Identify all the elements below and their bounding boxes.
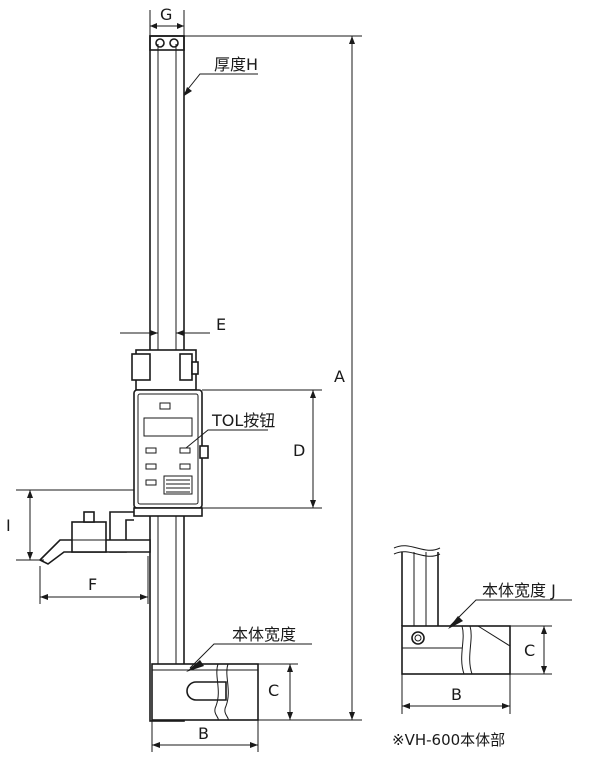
slider-lower	[133, 507, 203, 517]
dimension-a: A	[184, 35, 362, 721]
detail-beam-break-2	[393, 551, 441, 557]
top-indicator	[159, 402, 171, 410]
label-d: D	[293, 441, 305, 460]
thumb-wheel-grip	[166, 479, 190, 493]
lcd-screen	[143, 417, 193, 437]
display-unit-inner	[137, 393, 199, 505]
label-e: E	[216, 315, 226, 334]
button-right-2	[179, 463, 191, 470]
base-break-lines	[214, 663, 229, 721]
label-i: I	[6, 516, 11, 535]
button-left-3	[145, 479, 157, 486]
dimension-i: I	[6, 489, 134, 561]
thumb-wheel	[163, 475, 193, 495]
callout-body-width-j: 本体宽度 J	[448, 581, 572, 629]
dimension-thickness-h: 厚度H	[183, 55, 258, 96]
label-detail-c: C	[524, 641, 535, 660]
detail-base-screw	[411, 631, 425, 645]
detail-base-break	[461, 625, 473, 675]
dimension-e: E	[120, 315, 226, 350]
beam-top-cap	[149, 35, 185, 51]
tol-button-knob	[199, 445, 209, 459]
top-screw-left	[155, 38, 165, 48]
detail-base	[401, 625, 511, 675]
label-c: C	[268, 681, 279, 700]
detail-dimension-c: C	[510, 625, 552, 675]
dimension-g: G	[149, 5, 185, 36]
button-left-2	[145, 463, 157, 470]
top-screw-right	[169, 38, 179, 48]
detail-base-screw-inner	[414, 634, 422, 642]
label-b: B	[198, 724, 209, 743]
base-body	[151, 663, 259, 721]
dimension-b: B	[151, 720, 259, 752]
callout-body-width: 本体宽度	[186, 625, 312, 672]
button-left-1	[145, 447, 157, 454]
slider-clamp-right-knob	[179, 353, 193, 381]
label-f: F	[88, 575, 97, 594]
detail-dimension-b: B	[401, 674, 511, 714]
label-tol-button: TOL按钮	[211, 411, 275, 430]
detail-base-slope	[477, 625, 511, 647]
label-body-width-j: 本体宽度 J	[482, 581, 556, 600]
label-thickness-h: 厚度H	[214, 55, 258, 74]
label-a: A	[334, 367, 345, 386]
scriber-clamp-screw	[83, 511, 95, 523]
dimension-f: F	[39, 556, 149, 604]
detail-beam-break	[393, 545, 441, 551]
detail-note: ※VH-600本体部	[392, 731, 505, 749]
button-right-1	[179, 447, 191, 454]
main-gauge-drawing	[38, 35, 259, 722]
slider-clamp-left-lock	[131, 353, 151, 381]
label-g: G	[160, 5, 172, 24]
label-detail-b: B	[451, 685, 462, 704]
dimension-c: C	[258, 663, 298, 720]
slider-clamp-screw	[191, 361, 199, 375]
scriber-clamp	[71, 521, 107, 553]
callout-tol-button: TOL按钮	[185, 411, 275, 449]
dimension-d: D	[202, 389, 322, 509]
detail-vh600-drawing	[393, 545, 511, 675]
label-body-width: 本体宽度	[232, 625, 296, 644]
base-slot	[186, 681, 227, 701]
